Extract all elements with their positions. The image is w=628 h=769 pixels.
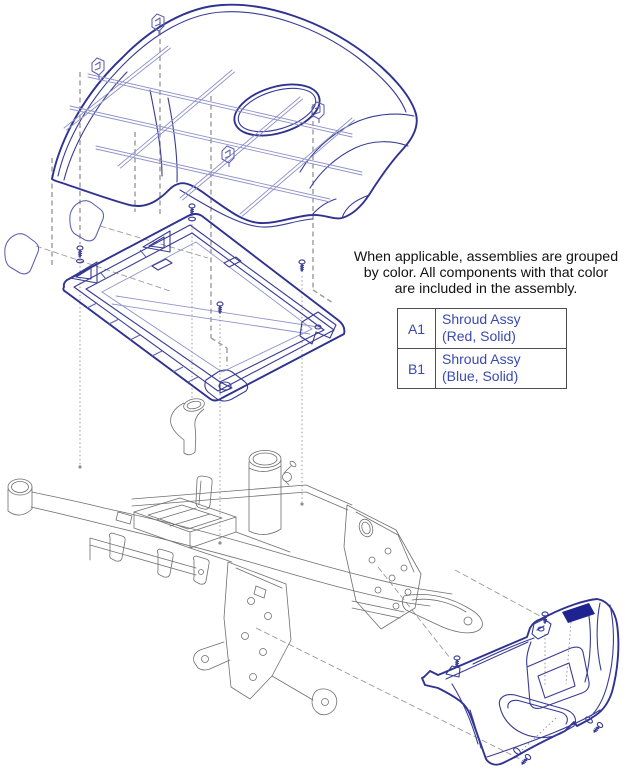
front-shroud-drawing — [421, 598, 620, 766]
dashed-leader-lines — [51, 22, 334, 366]
screw-icon — [298, 259, 306, 272]
assembly-description: Shroud Assy (Blue, Solid) — [436, 349, 566, 388]
clip-icon — [221, 145, 235, 168]
screw-icon — [76, 245, 84, 258]
assembly-legend-table: A1 Shroud Assy (Red, Solid) B1 Shroud As… — [397, 308, 567, 389]
assembly-name: Shroud Assy — [442, 311, 521, 327]
rib-grid — [63, 45, 363, 217]
fasteners — [75, 203, 605, 767]
frame-assembly-drawing — [7, 398, 483, 716]
clip-icon — [311, 101, 325, 124]
note-line: are included in the assembly. — [394, 280, 578, 297]
assembly-name: Shroud Assy — [442, 351, 521, 367]
note-line: by color. All components with that color — [363, 264, 609, 281]
screw-axis-lines — [78, 220, 572, 751]
base-shroud-drawing — [62, 213, 346, 402]
assembly-variant: (Red, Solid) — [442, 327, 516, 344]
assembly-description: Shroud Assy (Red, Solid) — [436, 309, 566, 348]
note-line: When applicable, assemblies are grouped — [353, 249, 619, 265]
screw-icon — [519, 752, 533, 767]
assembly-variant: (Blue, Solid) — [442, 367, 519, 384]
assembly-code: B1 — [398, 349, 436, 388]
assembly-code: A1 — [398, 309, 436, 348]
grouping-note: When applicable, assemblies are grouped … — [342, 249, 628, 297]
table-row: B1 Shroud Assy (Blue, Solid) — [398, 349, 566, 389]
screw-icon — [591, 720, 605, 735]
table-row: A1 Shroud Assy (Red, Solid) — [398, 309, 566, 349]
access-panels-drawing — [4, 200, 105, 275]
color-badge — [562, 603, 595, 623]
top-shroud-drawing — [51, 3, 418, 228]
